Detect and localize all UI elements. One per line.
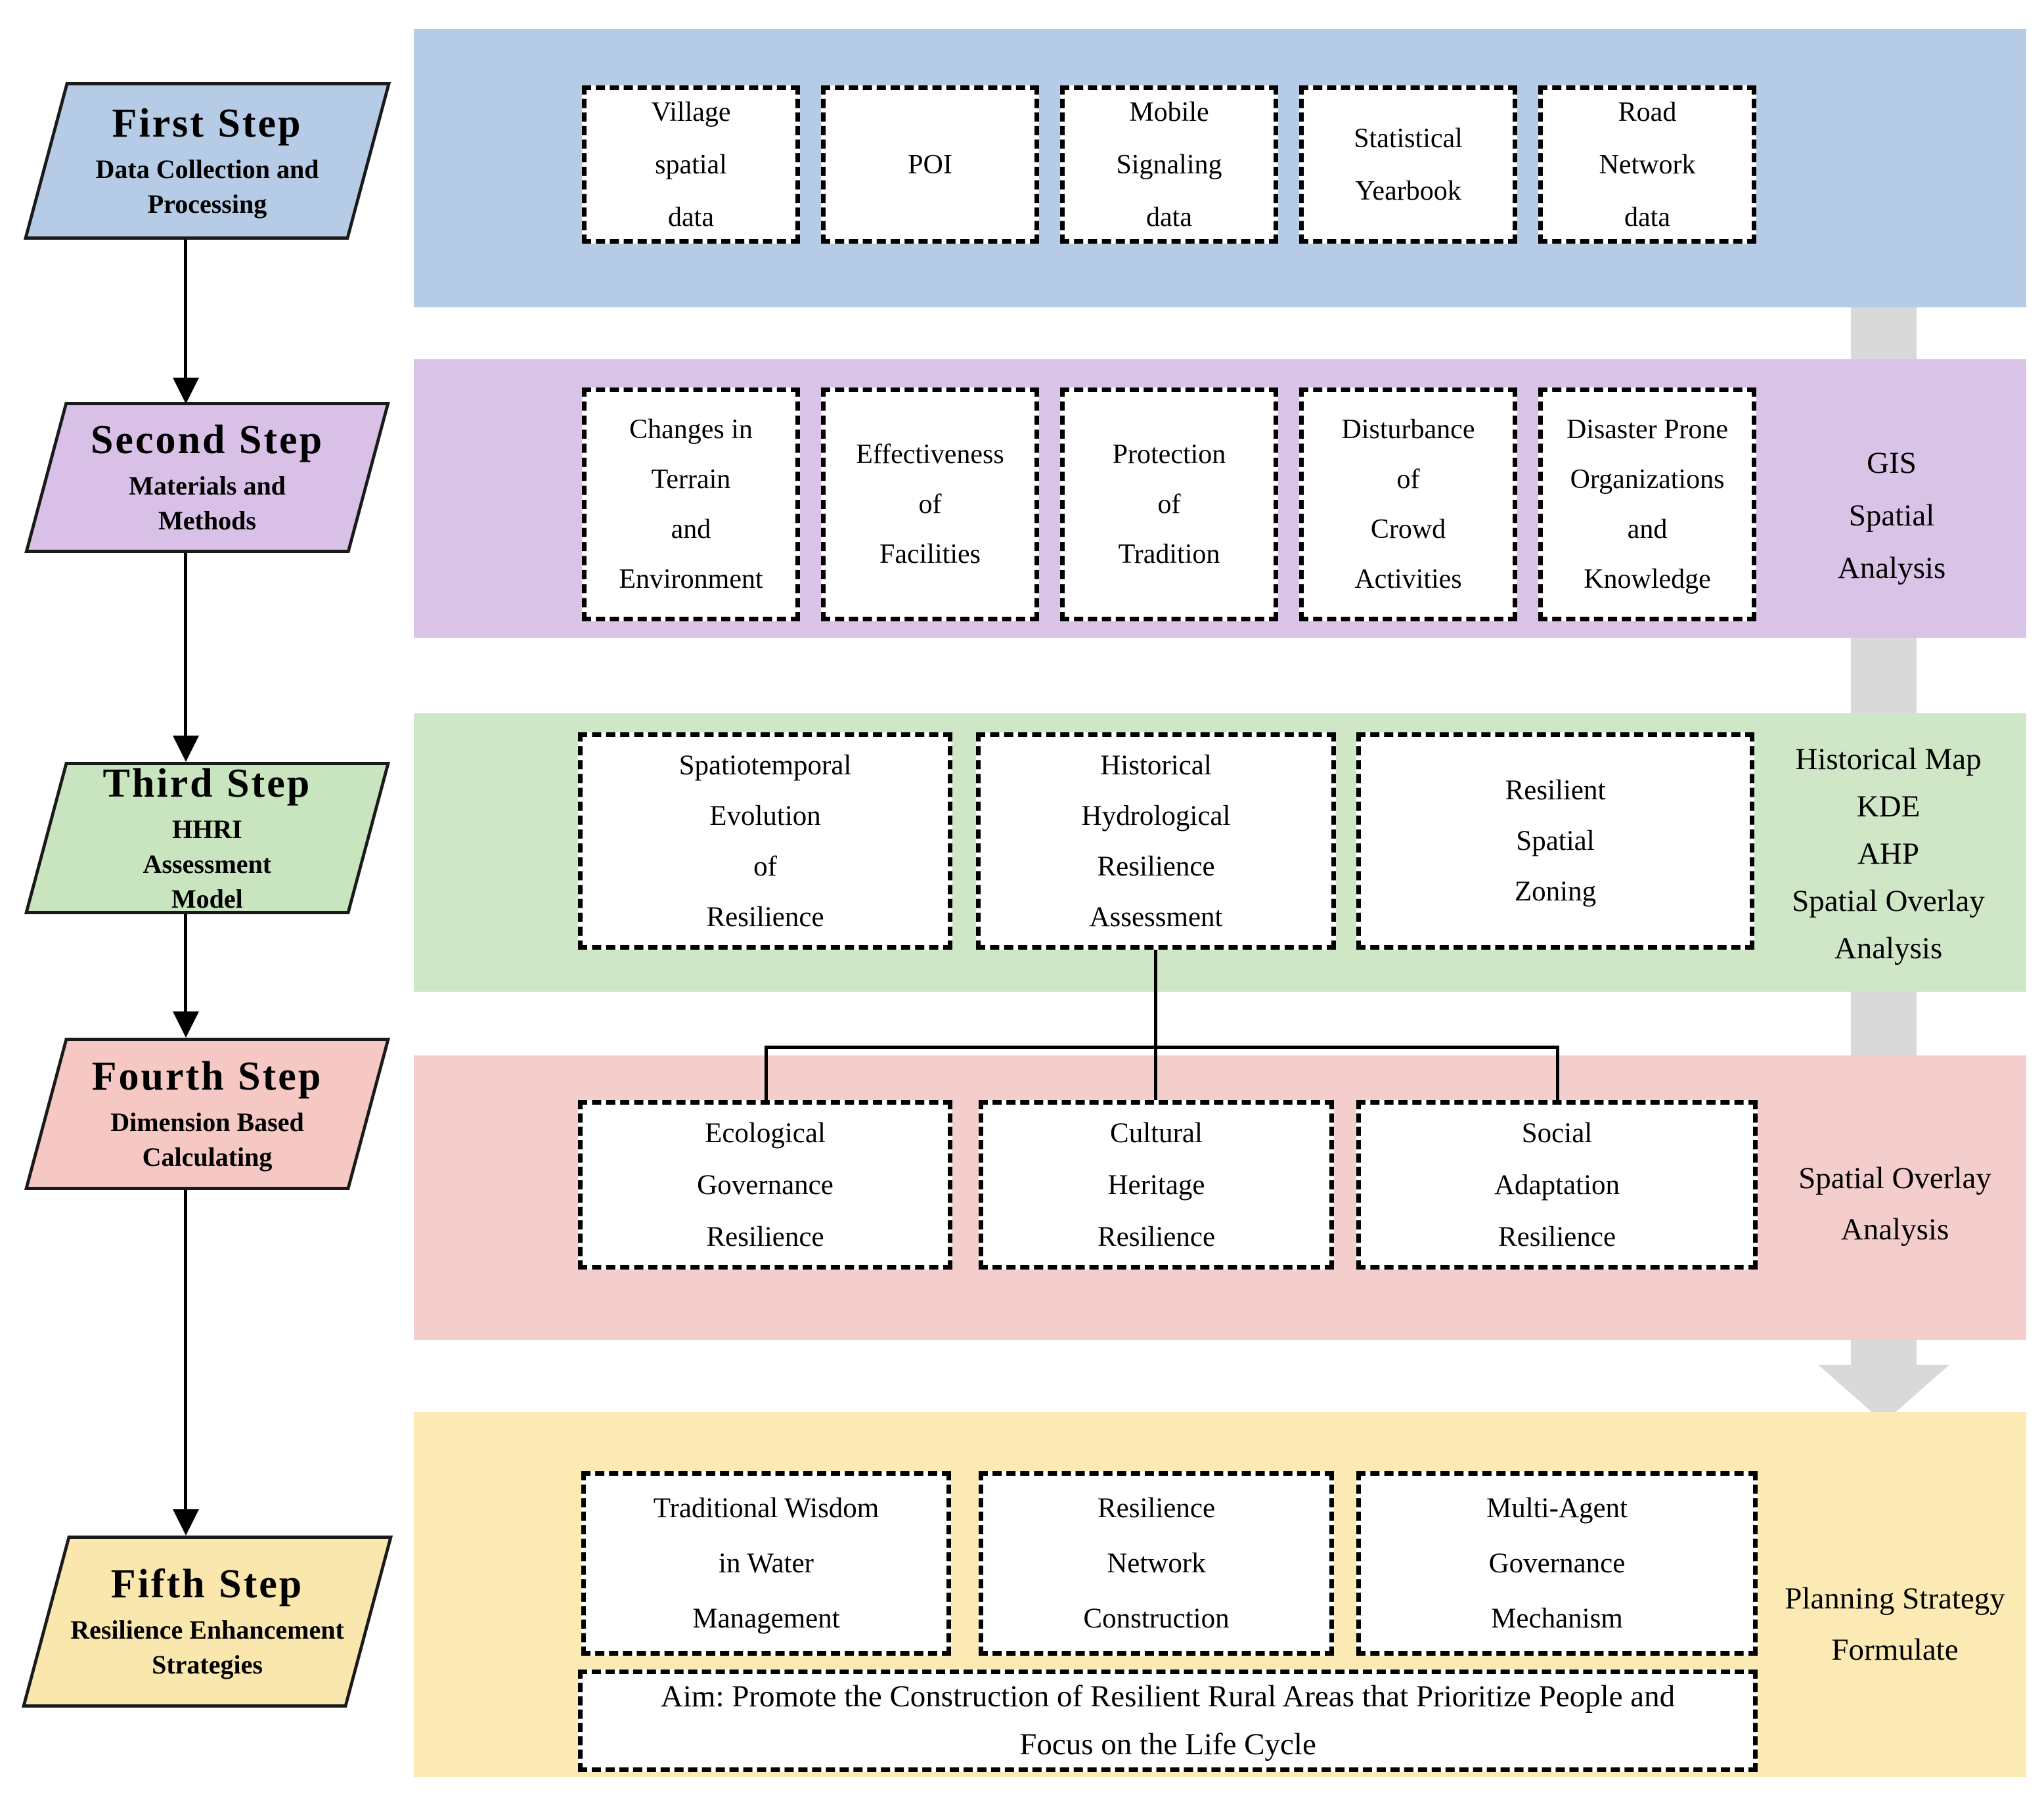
step-node-fourth: Fourth Step Dimension Based Calculating: [24, 1038, 391, 1190]
side-label-gis-spatial-analysis: GIS Spatial Analysis: [1837, 446, 1946, 585]
data-box-village-spatial: Village spatial data: [582, 85, 800, 244]
flow-arrow-step2-step3-icon: [173, 553, 199, 762]
method-box-effectiveness-facilities: Effectiveness of Facilities: [821, 387, 1039, 621]
model-box-spatiotemporal-evolution: Spatiotemporal Evolution of Resilience: [578, 732, 952, 950]
connector-horizontal: [765, 1046, 1559, 1049]
step-subtitle: Materials and Methods: [129, 471, 286, 535]
step-subtitle: Resilience Enhancement Strategies: [70, 1615, 344, 1679]
connector-vertical-middle: [1154, 949, 1157, 1101]
data-box-statistical-yearbook: Statistical Yearbook: [1299, 85, 1517, 244]
connector-vertical-right: [1556, 1046, 1559, 1101]
step-title: First Step: [112, 101, 303, 146]
aim-statement-box: Aim: Promote the Construction of Resilie…: [578, 1670, 1758, 1772]
dimension-box-ecological-governance: Ecological Governance Resilience: [578, 1100, 952, 1270]
step-node-fifth: Fifth Step Resilience Enhancement Strate…: [21, 1536, 393, 1708]
side-label-spatial-overlay-analysis: Spatial Overlay Analysis: [1798, 1161, 1991, 1247]
data-box-poi: POI: [821, 85, 1039, 244]
data-box-road-network: Road Network data: [1538, 85, 1756, 244]
method-box-terrain-environment: Changes in Terrain and Environment: [582, 387, 800, 621]
dimension-box-social-adaptation: Social Adaptation Resilience: [1356, 1100, 1758, 1270]
model-box-hydrological-assessment: Historical Hydrological Resilience Asses…: [976, 732, 1336, 950]
method-box-disaster-organizations: Disaster Prone Organizations and Knowled…: [1538, 387, 1756, 621]
step-node-first: First Step Data Collection and Processin…: [23, 82, 391, 240]
data-box-mobile-signaling: Mobile Signaling data: [1060, 85, 1278, 244]
flow-arrow-step1-step2-icon: [173, 240, 199, 404]
flow-arrow-step4-step5-icon: [173, 1190, 199, 1536]
step-title: Fourth Step: [91, 1054, 323, 1099]
step-title: Fifth Step: [110, 1562, 304, 1606]
step-subtitle: HHRI Assessment Model: [143, 814, 272, 914]
side-label-kde-ahp-overlay: Historical Map KDE AHP Spatial Overlay A…: [1792, 742, 1985, 965]
strategy-box-resilience-network: Resilience Network Construction: [979, 1471, 1334, 1656]
step-node-second: Second Step Materials and Methods: [24, 402, 390, 553]
step-subtitle: Data Collection and Processing: [95, 154, 319, 219]
dimension-box-cultural-heritage: Cultural Heritage Resilience: [979, 1100, 1334, 1270]
step-node-third: Third Step HHRI Assessment Model: [24, 761, 391, 914]
step-title: Second Step: [90, 418, 324, 462]
step-title: Third Step: [102, 761, 312, 806]
connector-vertical-left: [765, 1046, 768, 1101]
model-box-resilient-zoning: Resilient Spatial Zoning: [1356, 732, 1754, 950]
flow-arrow-step3-step4-icon: [173, 914, 199, 1038]
strategy-box-traditional-wisdom: Traditional Wisdom in Water Management: [581, 1471, 951, 1656]
method-box-crowd-activities: Disturbance of Crowd Activities: [1299, 387, 1517, 621]
method-box-protection-tradition: Protection of Tradition: [1060, 387, 1278, 621]
strategy-box-multi-agent-governance: Multi-Agent Governance Mechanism: [1356, 1471, 1758, 1656]
side-label-planning-strategy: Planning Strategy Formulate: [1785, 1582, 2005, 1667]
step-subtitle: Dimension Based Calculating: [110, 1107, 304, 1172]
